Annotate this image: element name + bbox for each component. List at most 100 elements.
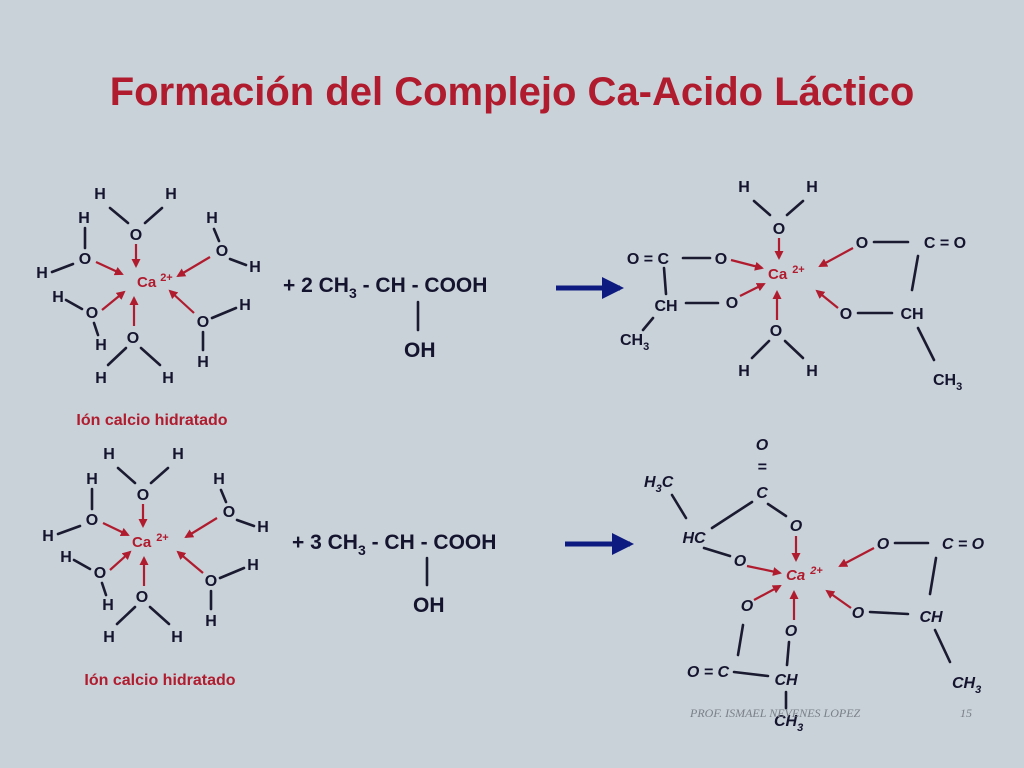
svg-text:CH3: CH3 [952, 675, 981, 696]
svg-text:CH: CH [919, 609, 943, 626]
svg-text:O: O [856, 235, 868, 252]
svg-text:H: H [94, 186, 106, 203]
svg-text:O: O [197, 314, 209, 331]
svg-text:H: H [103, 446, 115, 463]
svg-text:H: H [738, 363, 750, 380]
svg-text:O: O [785, 623, 798, 640]
water-upper-right: H O H [176, 210, 261, 278]
svg-text:H: H [60, 549, 72, 566]
svg-text:H: H [42, 528, 54, 545]
svg-text:O: O [773, 221, 785, 238]
page-number: 15 [960, 706, 972, 720]
svg-text:H: H [172, 446, 184, 463]
svg-text:O: O [130, 227, 142, 244]
svg-text:CH: CH [900, 306, 923, 323]
svg-text:H3C: H3C [644, 474, 674, 495]
water-lower-right: O H H [168, 289, 251, 371]
svg-text:CH3: CH3 [620, 332, 649, 353]
svg-text:O: O [137, 487, 149, 504]
svg-text:O: O [840, 306, 852, 323]
hydroxyl-group-1: OH [404, 339, 436, 362]
svg-text:H: H [249, 259, 261, 276]
svg-text:H: H [738, 179, 750, 196]
svg-text:H: H [95, 337, 107, 354]
svg-text:O: O [86, 305, 98, 322]
svg-text:H: H [205, 613, 217, 630]
svg-text:O = C: O = C [687, 664, 730, 681]
svg-text:H: H [95, 370, 107, 387]
svg-text:O: O [715, 251, 727, 268]
svg-text:H: H [171, 629, 183, 646]
lactic-acid-formula-1: + 2 CH3 - CH - COOH [283, 274, 487, 301]
svg-text:C = O: C = O [942, 536, 985, 553]
svg-text:O: O [726, 295, 738, 312]
svg-text:H: H [806, 363, 818, 380]
svg-text:O: O [127, 330, 139, 347]
svg-text:H: H [102, 597, 114, 614]
svg-text:C: C [756, 485, 768, 502]
svg-text:O: O [877, 536, 890, 553]
svg-text:H: H [197, 354, 209, 371]
svg-text:O: O [223, 504, 235, 521]
caption-hydrated-ion-2: Ión calcio hidratado [84, 672, 235, 689]
svg-text:H: H [239, 297, 251, 314]
svg-text:O: O [79, 251, 91, 268]
reaction-2-equation: + 3 CH3 - CH - COOH OH [292, 531, 634, 617]
caption-hydrated-ion-1: Ión calcio hidratado [76, 412, 227, 429]
reaction-1-equation: + 2 CH3 - CH - COOH OH [283, 274, 624, 362]
svg-text:CH: CH [774, 672, 798, 689]
svg-text:O: O [770, 323, 782, 340]
water-lower-left: H O H [60, 549, 132, 614]
svg-text:H: H [78, 210, 90, 227]
svg-text:H: H [36, 265, 48, 282]
svg-text:H: H [257, 519, 269, 536]
water-lower-left: H O H [52, 289, 126, 354]
svg-text:O: O [852, 605, 865, 622]
svg-text:H: H [162, 370, 174, 387]
svg-text:CH: CH [654, 298, 677, 315]
svg-text:H: H [165, 186, 177, 203]
svg-text:O: O [205, 573, 217, 590]
svg-text:O: O [734, 553, 747, 570]
svg-text:O: O [136, 589, 148, 606]
svg-text:CH3: CH3 [933, 372, 962, 393]
svg-text:=: = [757, 459, 766, 476]
svg-text:HC: HC [682, 530, 706, 547]
svg-text:H: H [206, 210, 218, 227]
svg-text:H: H [52, 289, 64, 306]
water-upper-left: H H O [36, 210, 124, 282]
svg-text:O: O [790, 518, 803, 535]
svg-text:O: O [86, 512, 98, 529]
svg-text:O: O [94, 565, 106, 582]
water-bottom: O H H [103, 556, 183, 646]
water-top: H H O [103, 446, 184, 528]
svg-text:CH3: CH3 [774, 713, 803, 734]
svg-text:H: H [213, 471, 225, 488]
slide-title: Formación del Complejo Ca-Acido Láctico [109, 70, 915, 114]
svg-text:O: O [741, 598, 754, 615]
hydroxyl-group-2: OH [413, 594, 445, 617]
water-top: H H O [94, 186, 177, 268]
svg-text:H: H [247, 557, 259, 574]
svg-text:C = O: C = O [924, 235, 966, 252]
svg-text:H: H [103, 629, 115, 646]
lactic-acid-formula-2: + 3 CH3 - CH - COOH [292, 531, 496, 558]
water-upper-right: H O H [184, 471, 269, 539]
water-upper-left: H H O [42, 471, 130, 545]
svg-text:O = C: O = C [627, 251, 670, 268]
svg-text:O: O [216, 243, 228, 260]
svg-text:O: O [756, 437, 769, 454]
water-lower-right: O H H [176, 550, 259, 630]
svg-text:H: H [806, 179, 818, 196]
footer-author: PROF. ISMAEL NEVENES LOPEZ [689, 706, 861, 720]
svg-text:H: H [86, 471, 98, 488]
